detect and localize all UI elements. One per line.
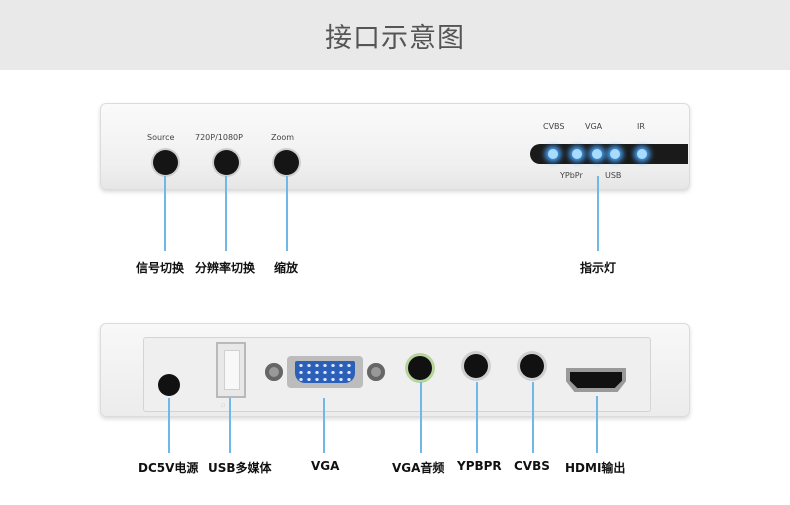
indicator-strip bbox=[530, 144, 688, 164]
callout-indicator: 指示灯 bbox=[580, 261, 617, 275]
leader-line-usb bbox=[229, 398, 231, 453]
usb-faint-label: ▫ bbox=[221, 401, 226, 409]
callout-resolution-switch: 分辨率切换 bbox=[195, 261, 256, 275]
callout-vga: VGA bbox=[311, 459, 340, 473]
hdmi-port-icon bbox=[566, 368, 626, 392]
resolution-button[interactable] bbox=[214, 150, 239, 175]
leader-line-vga-audio bbox=[420, 382, 422, 453]
leader-line-resolution bbox=[225, 176, 227, 251]
header-banner: 接口示意图 bbox=[0, 0, 790, 70]
usb-port-icon bbox=[216, 342, 246, 398]
dc-power-port-icon bbox=[158, 374, 180, 396]
leader-line-ypbpr bbox=[476, 382, 478, 453]
callout-hdmi-output: HDMI输出 bbox=[565, 461, 626, 475]
led-label-usb: USB bbox=[605, 171, 622, 180]
zoom-button[interactable] bbox=[274, 150, 299, 175]
callout-signal-switch: 信号切换 bbox=[136, 261, 185, 275]
callout-zoom: 缩放 bbox=[274, 261, 299, 275]
leader-line-hdmi bbox=[596, 396, 598, 453]
led-label-ypbpr: YPbPr bbox=[560, 171, 583, 180]
led-vga-icon bbox=[592, 149, 602, 159]
led-label-ir: IR bbox=[637, 122, 645, 131]
vga-audio-port-icon bbox=[408, 356, 432, 380]
source-button-label: Source bbox=[147, 133, 175, 142]
callout-ypbpr: YPBPR bbox=[457, 459, 502, 473]
leader-line-indicator bbox=[597, 176, 599, 251]
led-usb-icon bbox=[610, 149, 620, 159]
led-label-vga: VGA bbox=[585, 122, 603, 131]
led-ir-icon bbox=[637, 149, 647, 159]
cvbs-port-icon bbox=[520, 354, 544, 378]
zoom-button-label: Zoom bbox=[271, 133, 295, 142]
callout-usb-media: USB多媒体 bbox=[208, 461, 272, 475]
vga-port-icon bbox=[265, 356, 385, 388]
callout-vga-audio: VGA音频 bbox=[392, 461, 445, 475]
ypbpr-port-icon bbox=[464, 354, 488, 378]
leader-line-dc bbox=[168, 398, 170, 453]
leader-line-zoom bbox=[286, 176, 288, 251]
callout-dc-power: DC5V电源 bbox=[138, 461, 199, 475]
callout-cvbs: CVBS bbox=[514, 459, 550, 473]
resolution-button-label: 720P/1080P bbox=[195, 133, 243, 142]
source-button[interactable] bbox=[153, 150, 178, 175]
leader-line-cvbs bbox=[532, 382, 534, 453]
leader-line-vga bbox=[323, 398, 325, 453]
led-ypbpr-icon bbox=[572, 149, 582, 159]
leader-line-source bbox=[164, 176, 166, 251]
led-label-cvbs: CVBS bbox=[543, 122, 565, 131]
led-cvbs-icon bbox=[548, 149, 558, 159]
page-title: 接口示意图 bbox=[325, 23, 465, 54]
